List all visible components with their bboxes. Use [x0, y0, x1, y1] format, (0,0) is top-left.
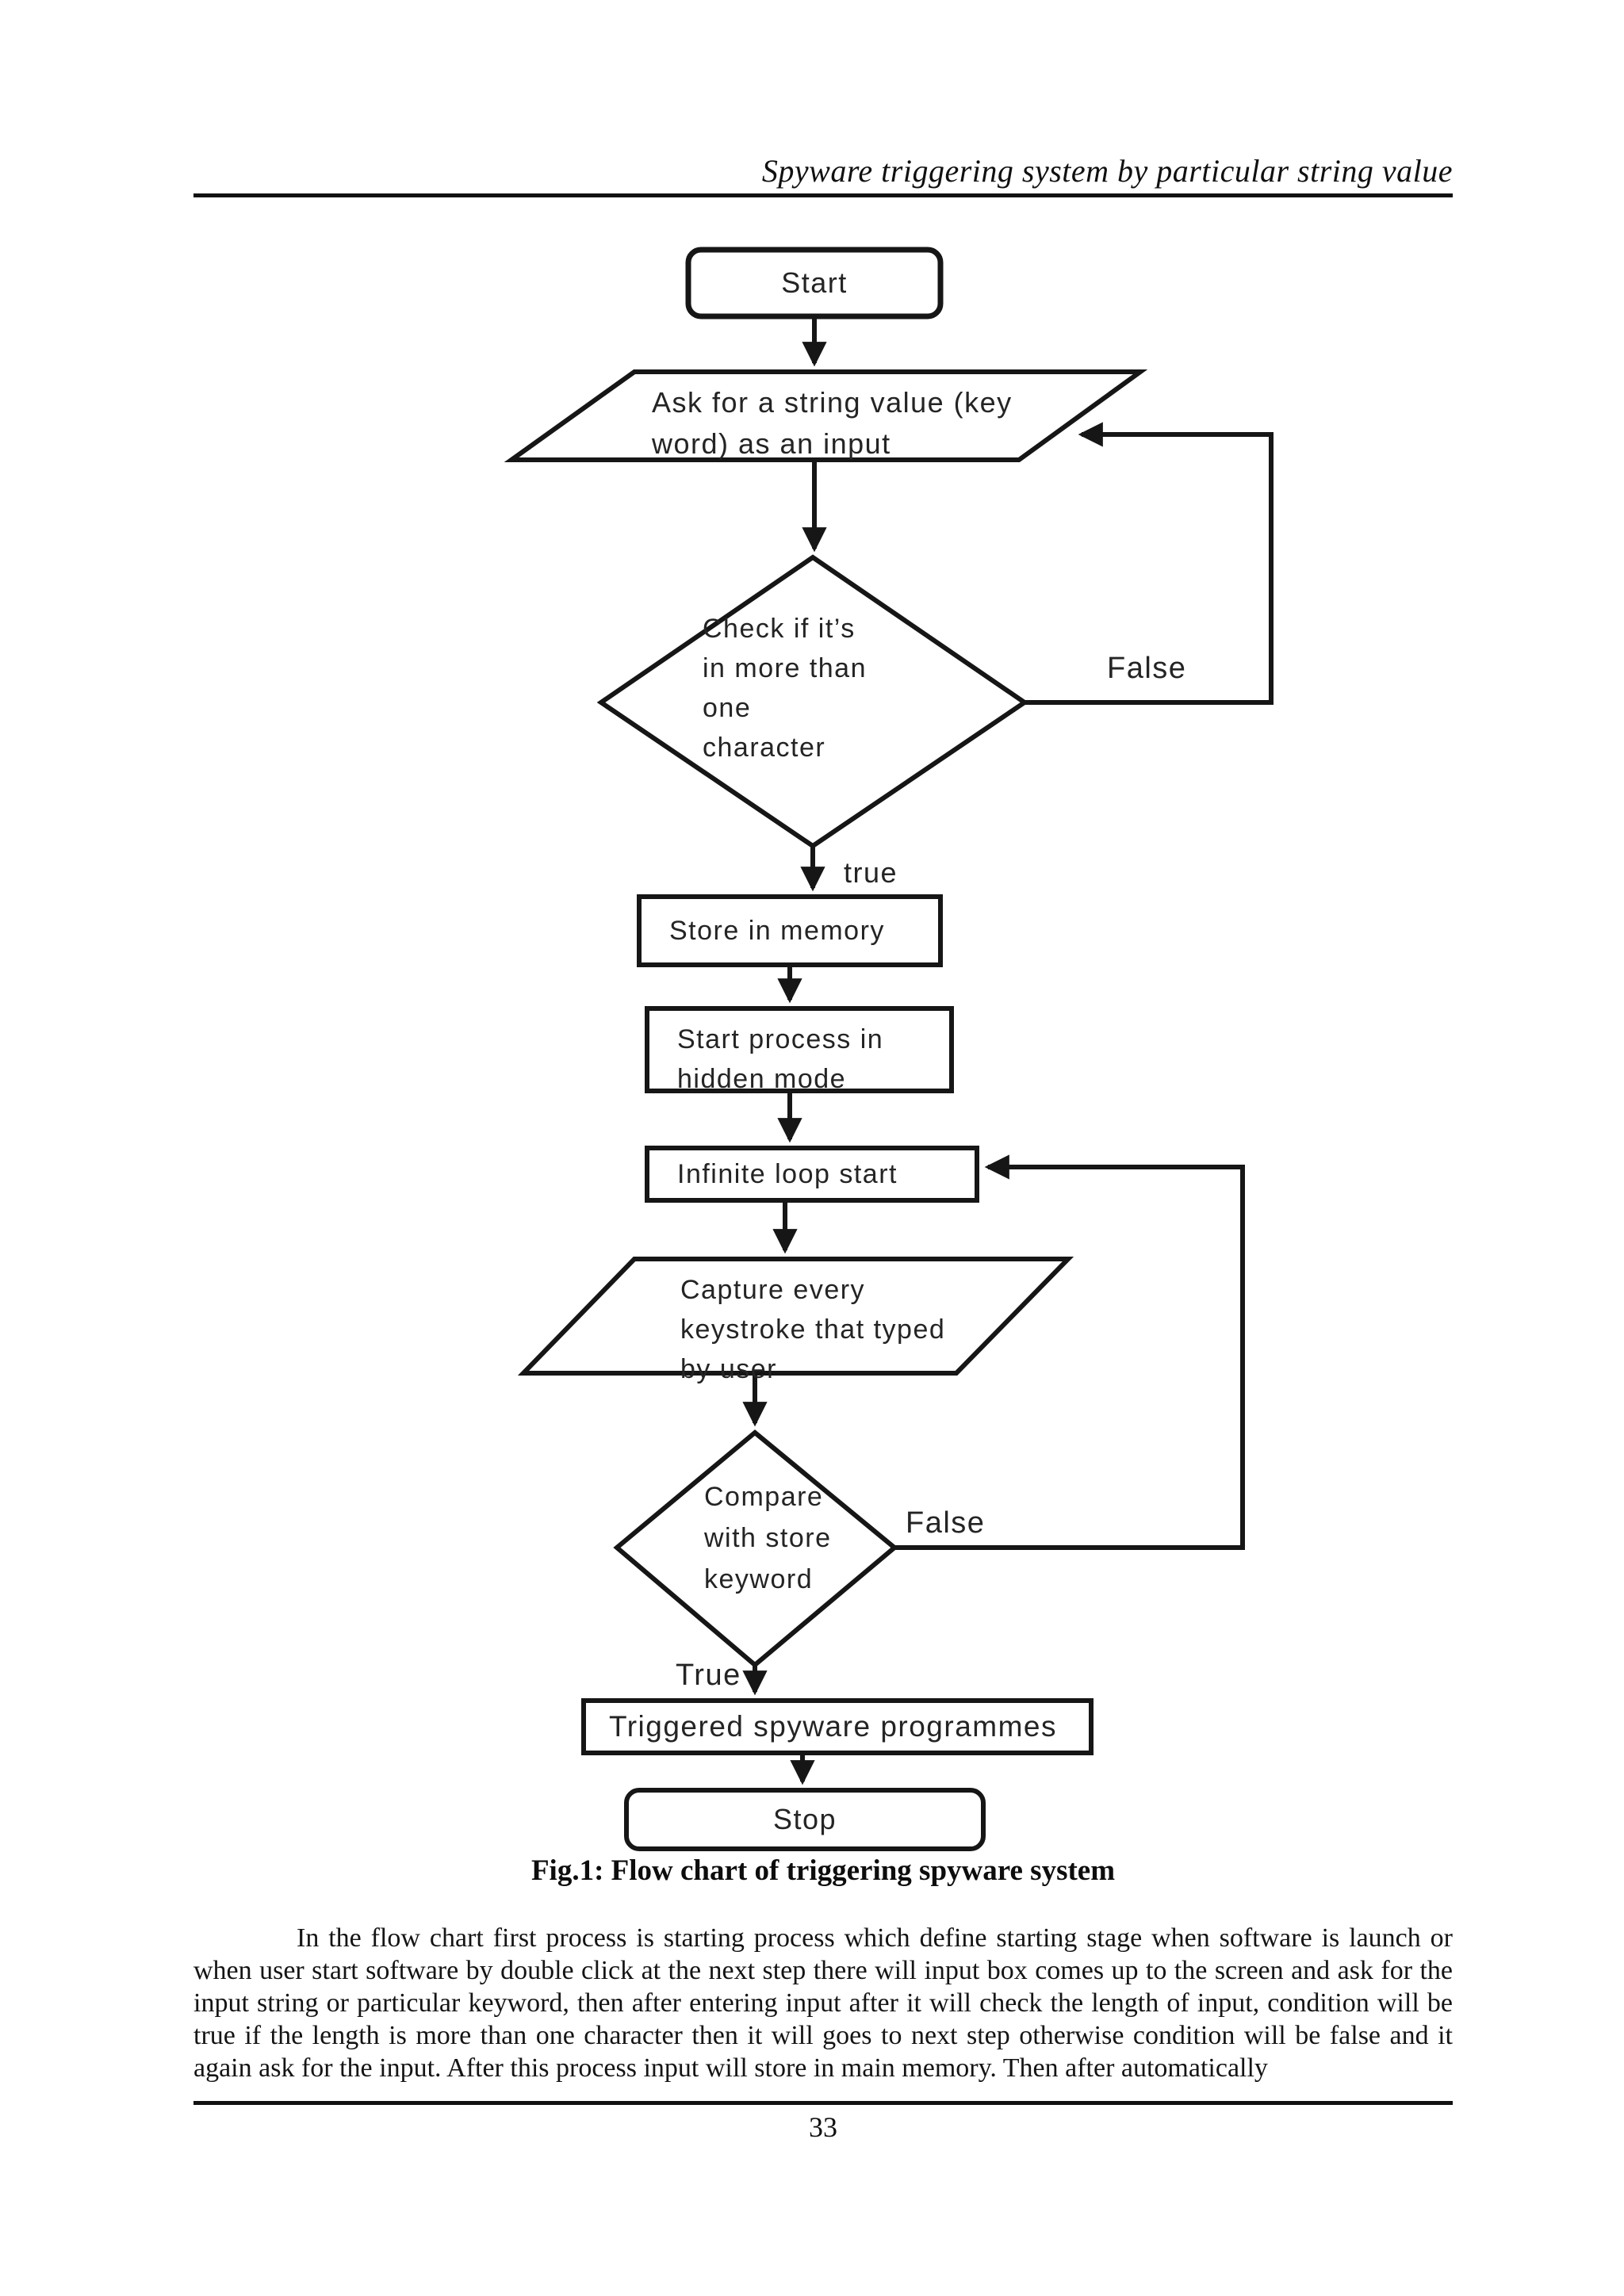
store-memory-process-shape [637, 894, 943, 967]
ask-input-parallelogram-shape [504, 369, 1148, 462]
start-terminator-shape [685, 247, 944, 320]
hidden-process-shape [645, 1006, 954, 1093]
flow-edge-label-compare-false: False [906, 1506, 986, 1540]
edge-compare-false-loop [894, 1154, 1245, 1550]
compare-diamond-shape [613, 1429, 898, 1668]
flow-node-check-length: Check if it’s in more than one character [703, 614, 867, 763]
check-length-diamond-shape [596, 554, 1029, 849]
header-rule [193, 193, 1453, 197]
flow-node-start: Start [781, 266, 848, 299]
edge-check-false-loop [1025, 422, 1274, 705]
body-paragraph: In the flow chart first process is start… [193, 1923, 1453, 2083]
triggered-process-shape [581, 1698, 1094, 1755]
page-number: 33 [809, 2111, 837, 2143]
footer-rule [193, 2101, 1453, 2105]
flow-node-ask-input: Ask for a string value (key word) as an … [652, 386, 1013, 460]
flow-node-store-memory: Store in memory [669, 916, 885, 946]
flow-edge-label-compare-true: True [676, 1659, 741, 1692]
infinite-loop-process-shape [645, 1146, 979, 1203]
flow-node-triggered: Triggered spyware programmes [609, 1710, 1057, 1743]
flow-node-compare-keyword: Compare with store keyword [704, 1482, 832, 1594]
flow-edge-label-check-true: true [844, 856, 898, 889]
stop-terminator-shape [624, 1788, 986, 1851]
flow-node-infinite-loop: Infinite loop start [677, 1159, 898, 1189]
running-head-title: Spyware triggering system by particular … [761, 153, 1453, 189]
flow-node-stop: Stop [772, 1803, 837, 1835]
flow-edge-label-check-false: False [1107, 652, 1187, 685]
figure-caption: Fig.1: Flow chart of triggering spyware … [530, 1854, 1116, 1887]
capture-parallelogram-shape [517, 1257, 1074, 1376]
flow-node-capture-keystrokes: Capture every keystroke that typed by us… [680, 1275, 946, 1384]
flow-node-hidden-process: Start process in hidden mode [677, 1024, 884, 1094]
